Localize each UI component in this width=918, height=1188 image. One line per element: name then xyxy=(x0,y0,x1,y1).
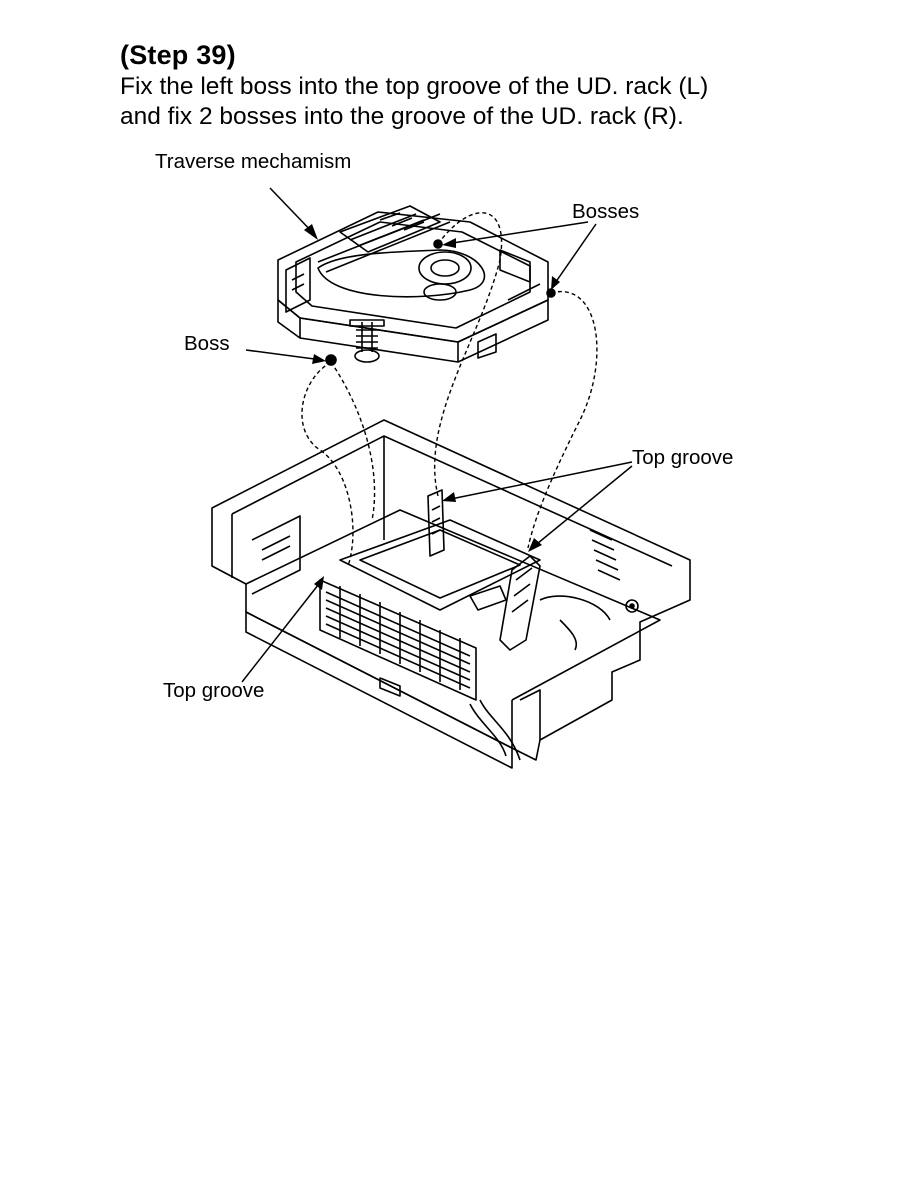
step-title: (Step 39) xyxy=(120,40,236,70)
step-instructions: Fix the left boss into the top groove of… xyxy=(120,72,820,132)
label-top-groove-right: Top groove xyxy=(632,446,734,469)
instruction-line-2: and fix 2 bosses into the groove of the … xyxy=(120,103,684,130)
traverse-mechanism-drawing xyxy=(277,205,556,366)
label-top-groove-left: Top groove xyxy=(163,679,265,702)
instruction-line-1: Fix the left boss into the top groove of… xyxy=(120,73,709,100)
label-bosses: Bosses xyxy=(572,200,640,223)
label-boss: Boss xyxy=(184,332,230,355)
chassis-drawing xyxy=(211,419,691,769)
label-traverse-mechanism: Traverse mechamism xyxy=(155,150,352,173)
